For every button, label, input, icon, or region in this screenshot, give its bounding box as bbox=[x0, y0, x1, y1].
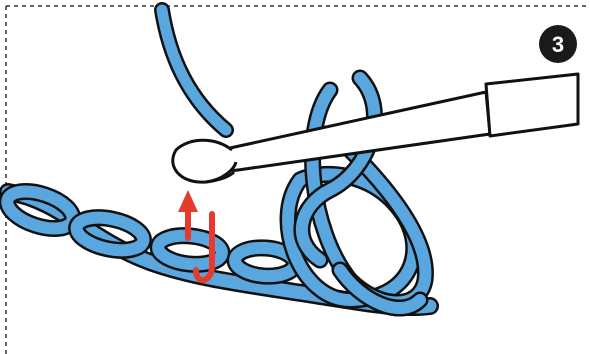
step-number-label: 3 bbox=[552, 32, 564, 57]
hook-loops bbox=[279, 69, 434, 317]
dashed-border bbox=[5, 5, 590, 354]
crochet-hook-icon bbox=[171, 72, 580, 184]
step-number-badge: 3 bbox=[539, 25, 577, 63]
working-yarn bbox=[154, 2, 234, 138]
direction-arrow-icon bbox=[178, 190, 215, 283]
